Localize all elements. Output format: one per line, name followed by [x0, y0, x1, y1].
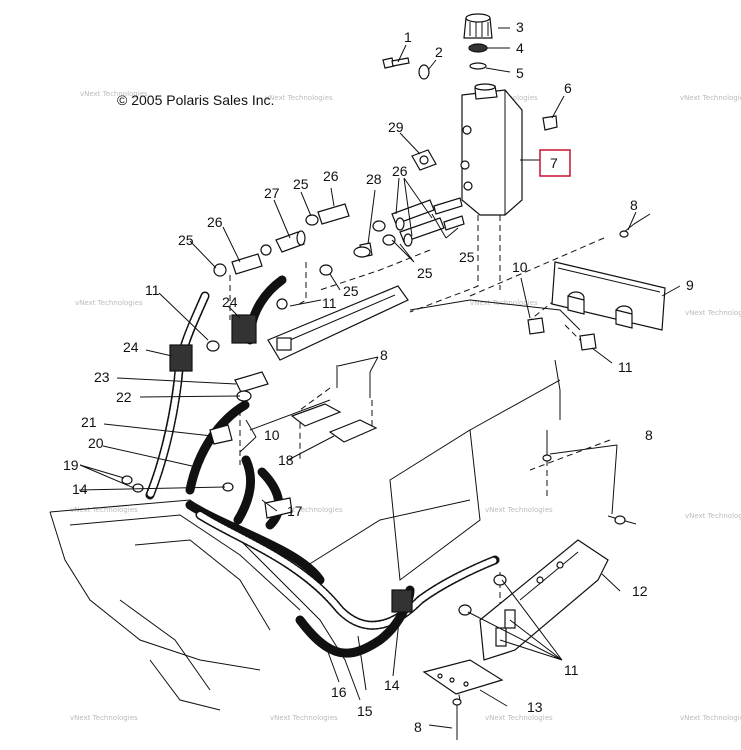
spring-14 — [391, 589, 413, 613]
callout-8: 8 — [645, 427, 653, 443]
callout-5: 5 — [516, 65, 524, 81]
callout-14: 14 — [72, 481, 88, 497]
callout-25: 25 — [178, 232, 194, 248]
callout-11: 11 — [145, 282, 160, 298]
clamp-10 — [527, 317, 545, 335]
hose-routing — [121, 275, 500, 658]
watermark-text: vNext Technologies — [275, 506, 343, 514]
callout-16: 16 — [331, 684, 347, 700]
fitting-17 — [264, 497, 293, 519]
callout-27: 27 — [264, 185, 280, 201]
copyright-text: © 2005 Polaris Sales Inc. — [117, 92, 274, 108]
watermark-text: vNext Technologies — [680, 714, 741, 722]
callout-29: 29 — [388, 119, 404, 135]
callout-25: 25 — [459, 249, 475, 265]
callout-28: 28 — [366, 171, 382, 187]
callout-24: 24 — [123, 339, 139, 355]
clamp-11 — [579, 333, 597, 351]
callout-21: 21 — [81, 414, 97, 430]
callout-8: 8 — [414, 719, 422, 735]
callout-26: 26 — [392, 163, 408, 179]
callout-6: 6 — [564, 80, 572, 96]
callout-15: 15 — [357, 703, 373, 719]
callout-23: 23 — [94, 369, 110, 385]
watermark-text: vNext Technologies — [70, 506, 138, 514]
callout-25: 25 — [417, 265, 433, 281]
callout-26: 26 — [323, 168, 339, 184]
dashed-leaders — [229, 215, 611, 701]
callout-2: 2 — [435, 44, 443, 60]
stud — [495, 627, 507, 647]
spring-24-a — [169, 344, 193, 372]
leader-lines — [78, 27, 681, 729]
callout-8: 8 — [630, 197, 638, 213]
callout-8: 8 — [380, 347, 388, 363]
watermark-text: vNext Technologies — [265, 94, 333, 102]
right-brackets — [422, 213, 666, 740]
clip-19 — [121, 475, 133, 485]
bracket-9 — [551, 261, 666, 331]
copyright: © 2005 Polaris Sales Inc. — [117, 92, 274, 108]
hose-26-c — [317, 203, 350, 225]
callout-12: 12 — [632, 583, 648, 599]
callout-labels: 1 2 3 4 5 6 7 29 26 26 26 28 27 25 25 25… — [63, 19, 694, 735]
oring-5 — [469, 62, 487, 70]
callout-highlight-box — [539, 149, 571, 177]
washer-4 — [468, 43, 488, 53]
watermark-text: vNext Technologies — [685, 512, 741, 520]
watermark-text: vNext Technologies — [485, 714, 553, 722]
callout-26: 26 — [207, 214, 223, 230]
mount-18 — [290, 403, 342, 427]
watermark-text: vNext Technologies — [70, 714, 138, 722]
callout-10: 10 — [512, 259, 528, 275]
callout-11: 11 — [564, 662, 579, 678]
hose-26-d — [231, 253, 263, 275]
callout-25: 25 — [293, 176, 309, 192]
callout-7: 7 — [550, 155, 558, 171]
watermark-text: vNext Technologies — [485, 506, 553, 514]
callout-3: 3 — [516, 19, 524, 35]
vehicle-frame — [49, 299, 581, 711]
bolt-8 — [619, 230, 629, 238]
bracket-6 — [542, 115, 558, 131]
callout-20: 20 — [88, 435, 104, 451]
bracket-12 — [479, 539, 609, 661]
callout-11: 11 — [322, 295, 337, 311]
watermark-text: vNext Technologies — [80, 90, 148, 98]
callout-1: 1 — [404, 29, 412, 45]
washer-2 — [418, 64, 430, 80]
callout-18: 18 — [278, 452, 294, 468]
watermark-text: vNext Technologies — [270, 714, 338, 722]
callout-24: 24 — [222, 294, 238, 310]
callout-25: 25 — [343, 283, 359, 299]
bracket-23 — [234, 371, 269, 393]
spring-24-b — [231, 314, 257, 344]
callout-17: 17 — [287, 503, 303, 519]
watermark-text: vNext Technologies — [470, 299, 538, 307]
watermark-text: vNext Technologies — [685, 309, 741, 317]
callout-19: 19 — [63, 457, 79, 473]
callout-11: 11 — [618, 359, 633, 375]
callout-10: 10 — [264, 427, 280, 443]
oil-tank-7 — [461, 89, 523, 216]
watermark-text: vNext Technologies — [680, 94, 741, 102]
callout-13: 13 — [527, 699, 543, 715]
callout-4: 4 — [516, 40, 524, 56]
bracket-13 — [422, 659, 504, 695]
callout-14: 14 — [384, 677, 400, 693]
callout-22: 22 — [116, 389, 132, 405]
oil-tank-assembly — [213, 13, 558, 277]
watermark-text: vNext Technologies — [75, 299, 143, 307]
callout-9: 9 — [686, 277, 694, 293]
